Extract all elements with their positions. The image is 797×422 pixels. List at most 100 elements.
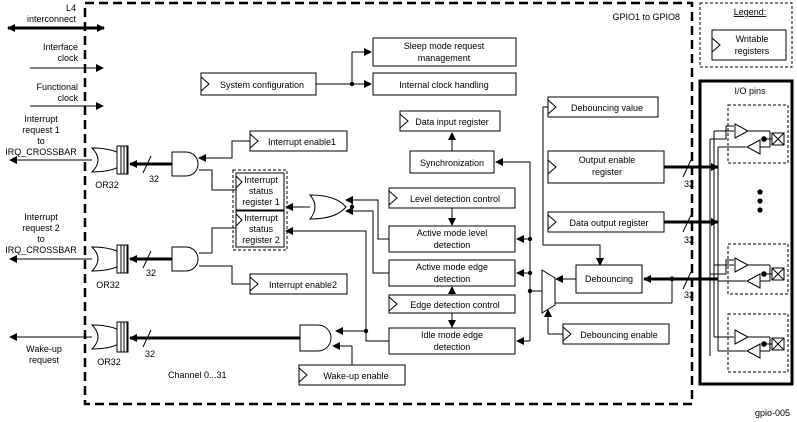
or-gate-status: [308, 194, 347, 220]
svg-text:interconnect: interconnect: [27, 14, 77, 24]
svg-text:status: status: [249, 186, 274, 196]
irq-status-group: [232, 169, 288, 251]
legend-item-line1: Writable: [736, 34, 769, 44]
channel-label: Channel 0...31: [168, 370, 227, 380]
svg-text:OR32: OR32: [97, 357, 121, 367]
svg-text:Output enable: Output enable: [579, 155, 636, 165]
svg-text:Debouncing: Debouncing: [585, 274, 633, 284]
svg-text:Active mode edge: Active mode edge: [416, 262, 488, 272]
debounce-mux: [541, 269, 556, 314]
sleep-mode-block: Sleep mode request management: [372, 37, 517, 67]
and-gate-irq2: [171, 246, 199, 272]
svg-text:IRQ_CROSSBAR: IRQ_CROSSBAR: [5, 147, 77, 157]
io-pin-wiring: [709, 125, 746, 356]
active-level-detection-block: Active mode level detection: [388, 225, 516, 253]
level-detection-control-block[interactable]: Level detection control: [388, 187, 516, 209]
and-gate-wakeup: [299, 324, 332, 352]
svg-text:Interrupt enable2: Interrupt enable2: [269, 280, 337, 290]
svg-text:register 1: register 1: [242, 197, 280, 207]
wakeup-enable-block[interactable]: Wake-up enable: [298, 364, 406, 386]
bus-label-2: 32: [146, 268, 156, 278]
synchronization-block: Synchronization: [409, 150, 495, 174]
svg-text:request: request: [29, 355, 60, 365]
active-edge-detection-block: Active mode edge detection: [388, 259, 516, 287]
and-gate-irq1: [171, 151, 199, 177]
svg-text:Active mode level: Active mode level: [417, 228, 488, 238]
svg-text:management: management: [418, 53, 471, 63]
bus-label-4: 32: [684, 179, 694, 189]
svg-text:detection: detection: [434, 274, 471, 284]
io-pin-ellipsis: [757, 189, 763, 213]
legend-title: Legend:: [734, 7, 767, 17]
svg-text:Data input register: Data input register: [415, 117, 489, 127]
svg-text:Synchronization: Synchronization: [420, 158, 484, 168]
svg-text:to: to: [37, 136, 45, 146]
functional-clock-input: Functional clock: [30, 82, 104, 110]
svg-text:request 2: request 2: [22, 223, 60, 233]
svg-text:Idle mode edge: Idle mode edge: [421, 330, 483, 340]
legend-item-line2: registers: [735, 46, 770, 56]
svg-text:status: status: [249, 224, 274, 234]
svg-text:Interrupt: Interrupt: [244, 175, 278, 185]
svg-text:System configuration: System configuration: [220, 80, 304, 90]
bus-label-3: 32: [145, 349, 155, 359]
svg-text:IRQ_CROSSBAR: IRQ_CROSSBAR: [5, 245, 77, 255]
edge-detection-control-block[interactable]: Edge detection control: [388, 294, 516, 314]
bus-label-1: 32: [149, 174, 159, 184]
svg-text:request 1: request 1: [22, 125, 60, 135]
interrupt-enable2-block[interactable]: Interrupt enable2: [249, 273, 348, 295]
io-pin-cell-bottom: [727, 313, 789, 373]
svg-text:clock: clock: [57, 53, 78, 63]
svg-text:Sleep mode request: Sleep mode request: [404, 41, 485, 51]
l4-interconnect-input: L4 interconnect: [7, 3, 105, 32]
sysconfig-connections: [316, 48, 372, 88]
interrupt-enable1-block[interactable]: Interrupt enable1: [249, 130, 348, 152]
data-output-register-block[interactable]: Data output register: [547, 211, 665, 233]
svg-text:Interrupt enable1: Interrupt enable1: [268, 137, 336, 147]
irq1-output: Interrupt request 1 to IRQ_CROSSBAR: [5, 114, 92, 164]
output-enable-register-block[interactable]: Output enable register: [547, 150, 665, 184]
io-pins-label: I/O pins: [734, 86, 766, 96]
bus-label-6: 32: [684, 290, 694, 300]
svg-text:Interrupt: Interrupt: [24, 212, 58, 222]
idle-edge-detection-block: Idle mode edge detection: [388, 327, 516, 355]
debouncing-block: Debouncing: [575, 264, 643, 294]
bus-label-5: 32: [684, 235, 694, 245]
io-pins-box: [698, 79, 794, 386]
irq2-output: Interrupt request 2 to IRQ_CROSSBAR: [5, 212, 92, 263]
irq-status-register2[interactable]: Interrupt status register 2: [235, 210, 285, 248]
svg-text:Internal clock handling: Internal clock handling: [399, 80, 489, 90]
io-pin-cell-top: [727, 104, 789, 164]
module-label: GPIO1 to GPIO8: [612, 12, 680, 22]
svg-text:Interrupt: Interrupt: [24, 114, 58, 124]
or32-gate-irq2: OR32: [90, 244, 129, 290]
data-input-register-block[interactable]: Data input register: [399, 110, 501, 132]
svg-text:clock: clock: [57, 93, 78, 103]
system-configuration-block[interactable]: System configuration: [200, 72, 317, 96]
svg-text:Debouncing enable: Debouncing enable: [580, 330, 658, 340]
svg-text:Edge detection control: Edge detection control: [410, 300, 500, 310]
figure-id: gpio-005: [755, 408, 790, 418]
svg-text:register 2: register 2: [242, 235, 280, 245]
svg-text:detection: detection: [434, 240, 471, 250]
legend-box: [699, 2, 793, 68]
svg-text:Data output register: Data output register: [569, 218, 648, 228]
svg-text:OR32: OR32: [95, 180, 119, 190]
svg-text:register: register: [592, 167, 622, 177]
or32-gate-irq1: OR32: [90, 145, 129, 190]
svg-text:Wake-up enable: Wake-up enable: [323, 371, 388, 381]
or32-gate-wakeup: OR32: [90, 321, 129, 367]
io-pin-cell-mid: [727, 243, 789, 295]
debouncing-value-block[interactable]: Debouncing value: [547, 96, 659, 118]
svg-text:to: to: [37, 234, 45, 244]
svg-text:Level detection control: Level detection control: [410, 194, 500, 204]
svg-text:L4: L4: [66, 3, 76, 13]
legend-register-sample: [711, 29, 787, 61]
interface-clock-input: Interface clock: [30, 42, 104, 72]
svg-text:Wake-up: Wake-up: [26, 344, 62, 354]
svg-text:OR32: OR32: [96, 280, 120, 290]
irq-status-register1[interactable]: Interrupt status register 1: [235, 172, 285, 211]
debouncing-enable-block[interactable]: Debouncing enable: [562, 323, 670, 345]
svg-text:Interrupt: Interrupt: [244, 213, 278, 223]
